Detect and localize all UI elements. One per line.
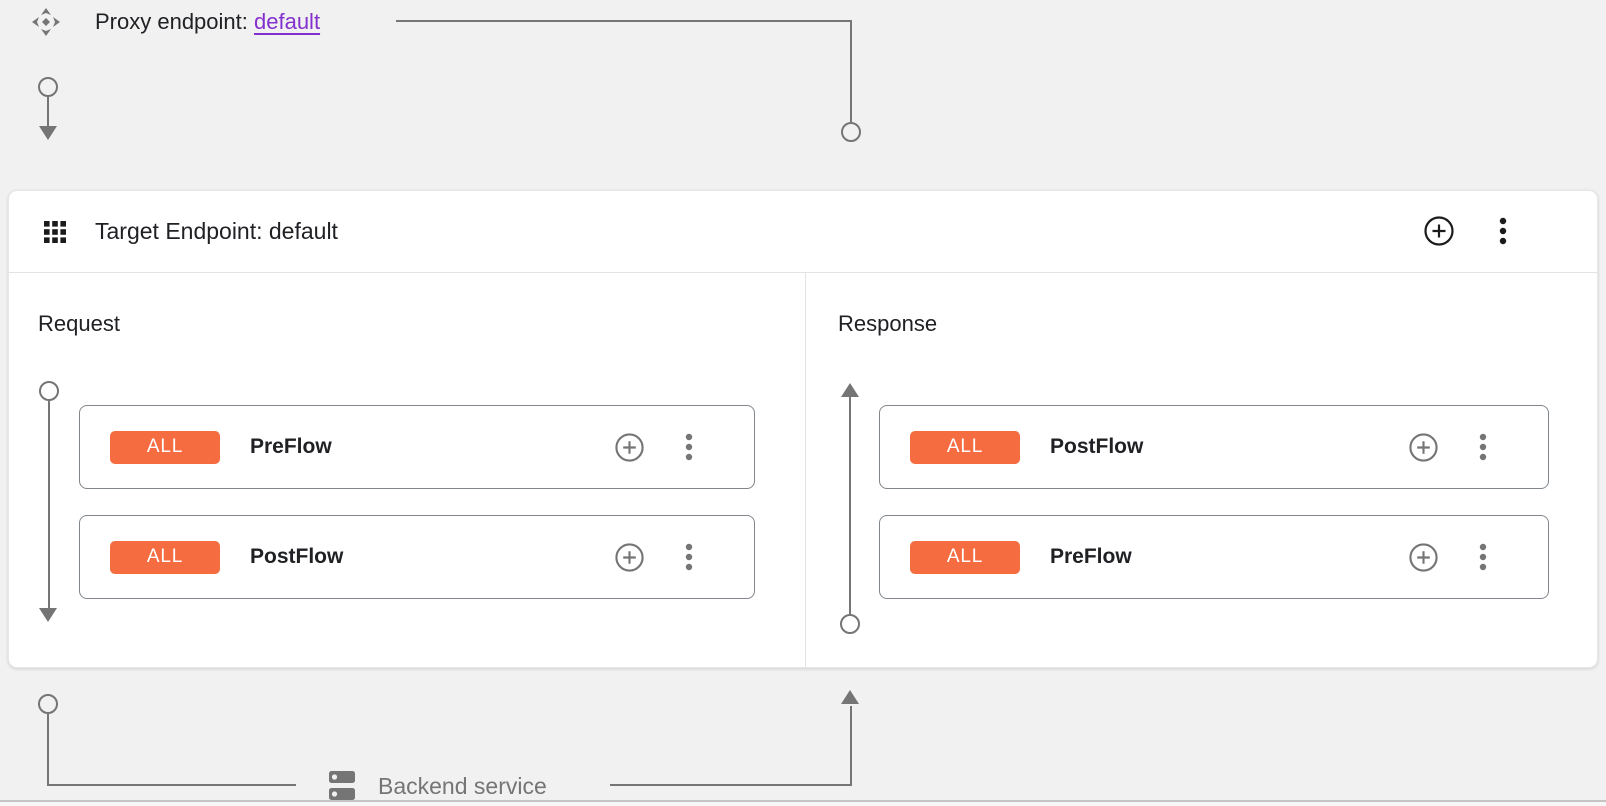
plus-circle-icon [1408,432,1439,463]
flow-menu-button[interactable] [672,430,706,464]
flow-menu-button[interactable] [672,540,706,574]
connector-proxy-end-circle [841,122,861,142]
more-vert-icon [684,541,694,573]
target-endpoint-title: Target Endpoint: default [95,218,338,244]
next-card-edge [0,800,1606,806]
request-rail-start-circle [39,381,59,401]
flow-label: PostFlow [1050,435,1144,458]
more-vert-icon [684,431,694,463]
proxy-endpoint-node: Proxy endpoint: default [30,6,320,38]
flow-menu-button[interactable] [1466,430,1500,464]
request-rail-line [48,401,50,609]
flow-label: PreFlow [1050,545,1132,568]
flow-condition-badge: ALL [910,430,1020,464]
flow-menu-button[interactable] [1466,540,1500,574]
connector-proxy-vertical [850,20,852,122]
endpoint-menu-button[interactable] [1483,209,1523,253]
connector-backend-left-vertical [47,714,49,786]
response-rail-start-circle [840,614,860,634]
add-policy-button[interactable] [612,540,646,574]
flow-label: PostFlow [250,545,344,568]
plus-circle-icon [614,432,645,463]
backend-start-circle [38,694,58,714]
request-start-line-top [47,97,49,126]
flow-condition-badge: ALL [110,540,220,574]
flow-item-request-postflow[interactable]: ALL PostFlow [79,515,755,599]
flow-label: PreFlow [250,435,332,458]
arrow-down-icon [39,126,57,140]
add-policy-button[interactable] [1406,430,1440,464]
flow-item-response-postflow[interactable]: ALL PostFlow [879,405,1549,489]
flow-condition-badge: ALL [110,430,220,464]
more-vert-icon [1478,431,1488,463]
plus-circle-icon [1423,215,1455,247]
add-endpoint-flow-button[interactable] [1417,209,1461,253]
plus-circle-icon [614,542,645,573]
proxy-endpoint-icon [30,6,62,38]
arrow-up-icon [841,383,859,397]
more-vert-icon [1478,541,1488,573]
proxy-endpoint-label: Proxy endpoint: default [95,9,320,35]
arrow-up-icon [841,690,859,704]
proxy-default-link[interactable]: default [254,9,321,34]
target-endpoint-header: Target Endpoint: default [9,191,1597,273]
response-rail-line [849,396,851,614]
add-policy-button[interactable] [1406,540,1440,574]
connector-proxy-horizontal [396,20,852,22]
flow-item-response-preflow[interactable]: ALL PreFlow [879,515,1549,599]
grid-icon [43,220,67,244]
connector-backend-right-vertical [850,706,852,786]
backend-service-label: Backend service [378,773,547,799]
proxy-endpoint-label-text: Proxy endpoint: [95,9,248,34]
add-policy-button[interactable] [612,430,646,464]
target-endpoint-card: Target Endpoint: default Request [8,190,1598,669]
flow-condition-badge: ALL [910,540,1020,574]
connector-backend-left-horizontal [47,784,296,786]
request-start-circle-top [38,77,58,97]
dns-icon [326,769,358,803]
flow-item-request-preflow[interactable]: ALL PreFlow [79,405,755,489]
request-panel-title: Request [38,311,120,336]
more-vert-icon [1498,215,1508,247]
connector-backend-right-horizontal [610,784,852,786]
plus-circle-icon [1408,542,1439,573]
response-panel-title: Response [838,311,938,336]
panel-divider [805,273,806,669]
arrow-down-icon [39,608,57,622]
